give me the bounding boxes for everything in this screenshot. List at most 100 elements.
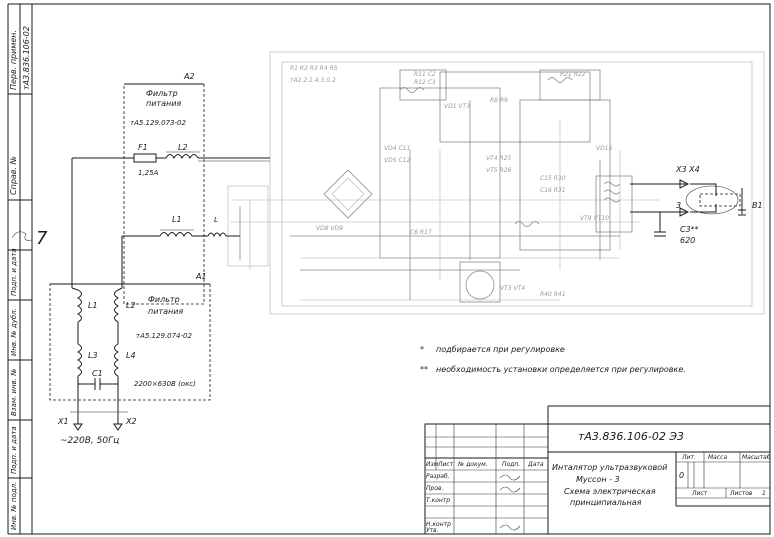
a2-l2-coil	[165, 154, 199, 160]
lit-value: 0	[679, 471, 684, 480]
a1-ref: A1	[195, 272, 207, 281]
col-doc: № докум.	[457, 461, 488, 468]
name-line-2: Муссон - 3	[576, 475, 620, 484]
x3-pin: 3	[676, 201, 681, 210]
a1-l4-label: L4	[126, 351, 136, 360]
f1-value: 1,25А	[138, 169, 159, 177]
svg-text:R40 R41: R40 R41	[540, 291, 566, 298]
list-label: Лист	[691, 490, 708, 497]
handwritten-seven: 7	[36, 228, 48, 249]
svg-text:VD1 VT3: VD1 VT3	[444, 103, 470, 110]
podp-data-label-1: Подп. и дата	[10, 248, 18, 296]
output-block: X3 X4 3 B1 C3** 620	[630, 165, 763, 245]
signature-utv	[499, 524, 521, 531]
svg-text:VT9 VT10: VT9 VT10	[580, 215, 609, 222]
name-line-4: принципиальная	[570, 498, 642, 507]
designation: тА3.836.106-02 Э3	[578, 430, 684, 443]
listov-label: Листов	[729, 490, 753, 497]
perv-primen-label: Перв. примен.	[9, 30, 18, 90]
a2-l1-coil	[159, 232, 193, 238]
a1-l1-coil	[76, 289, 82, 323]
a1-c1-value: 2200×630В (окс)	[134, 380, 196, 388]
a1-l3-coil	[76, 343, 82, 377]
prov-label: Пров.	[426, 485, 444, 492]
filter-a2: A2 Фильтр питания тА5.129.073-02 F1 1,25…	[71, 72, 270, 305]
masshtab-label: Масштаб	[742, 454, 771, 461]
a1-l1-label: L1	[88, 301, 98, 310]
note-2-text: необходимость установки определяется при…	[436, 365, 686, 374]
signature-prov	[499, 486, 521, 493]
vzam-inv-label: Взам. инв. №	[10, 368, 18, 416]
svg-text:R21 R22: R21 R22	[560, 71, 586, 78]
handwritten-signature	[11, 231, 33, 241]
filter-a1: A1 Фильтр питания тА5.129.074-02 L1 L3 L…	[49, 272, 211, 446]
nkontr-label: Н.контр	[426, 521, 451, 528]
a1-l2-label: L2	[126, 301, 136, 310]
svg-text:VT5 R26: VT5 R26	[486, 167, 511, 174]
svg-text:R1 R2 R3 R4 R5: R1 R2 R3 R4 R5	[290, 65, 338, 72]
a1-c1-label: C1	[92, 369, 103, 378]
col-data: Дата	[527, 461, 544, 468]
svg-text:C6 R17: C6 R17	[410, 229, 432, 236]
a2-l1-label: L1	[172, 215, 182, 224]
a2-code: тА5.129.073-02	[130, 119, 186, 127]
f1-label: F1	[138, 143, 148, 152]
svg-text:VD15: VD15	[596, 145, 613, 152]
lit-label: Лит.	[681, 454, 696, 461]
col-izm: Изм	[426, 461, 439, 468]
inv-dubl-label: Инв. № дубл.	[10, 308, 18, 356]
name-line-1: Инталятор ультразвуковой	[552, 463, 667, 472]
x2-label: X2	[125, 417, 137, 426]
svg-text:VD8 VD9: VD8 VD9	[316, 225, 343, 232]
listov-value: 1	[762, 490, 766, 497]
supply-label: ~220В, 50Гц	[60, 436, 119, 446]
c3-label: C3**	[680, 225, 699, 234]
note-2-mark: **	[420, 365, 428, 374]
x1-label: X1	[57, 417, 69, 426]
perv-primen-value: тА3.836.106-02	[22, 26, 31, 90]
svg-text:C15 R30: C15 R30	[540, 175, 566, 182]
sprav-no-label: Справ. №	[9, 156, 18, 195]
svg-text:C16 R31: C16 R31	[540, 187, 566, 194]
a2-l2-label: L2	[178, 143, 188, 152]
notes: * подбирается при регулировке ** необход…	[420, 345, 686, 374]
f1-fuse-symbol	[133, 153, 157, 163]
a1-title-1: Фильтр	[148, 295, 180, 304]
a1-title-2: питания	[148, 307, 183, 316]
svg-text:VD4 C11: VD4 C11	[384, 145, 410, 152]
drawing-frame	[7, 3, 771, 535]
a2-title-2: питания	[146, 99, 181, 108]
note-1-mark: *	[420, 345, 424, 354]
massa-label: Масса	[708, 454, 727, 461]
svg-text:VT4 R25: VT4 R25	[486, 155, 511, 162]
c3-value: 620	[680, 236, 695, 245]
svg-text:тА2.2.1.4.3.0.2: тА2.2.1.4.3.0.2	[290, 77, 336, 84]
tkontr-label: Т.контр	[426, 497, 450, 504]
ghost-board-bleedthrough: R1 R2 R3 R4 R5 тА2.2.1.4.3.0.2 R11 C2 R1…	[227, 51, 765, 315]
x3x4-label: X3 X4	[675, 165, 700, 174]
a1-code: тА5.129.074-02	[136, 332, 192, 340]
svg-text:L: L	[214, 216, 218, 224]
svg-text:R12 C3: R12 C3	[414, 79, 436, 86]
svg-text:VD5 C12: VD5 C12	[384, 157, 410, 164]
a2-title-1: Фильтр	[146, 89, 178, 98]
a1-l4-coil	[114, 343, 120, 377]
signature-razrab	[499, 474, 521, 481]
razrab-label: Разраб.	[426, 473, 450, 480]
note-1-text: подбирается при регулировке	[436, 345, 565, 354]
a1-l2-coil	[114, 289, 120, 323]
a1-l3-label: L3	[88, 351, 98, 360]
col-podp: Подп.	[502, 461, 520, 468]
col-list: Лист	[437, 461, 454, 468]
utv-label: Утв.	[426, 527, 439, 534]
b1-label: B1	[752, 201, 763, 210]
side-stamp: Перв. примен. тА3.836.106-02 Справ. № По…	[9, 26, 48, 530]
inv-podl-label: Инв. № подл.	[10, 482, 18, 530]
svg-text:R11 C2: R11 C2	[414, 71, 436, 78]
name-line-3: Схема электрическая	[564, 487, 656, 496]
svg-text:R8 R9: R8 R9	[490, 97, 508, 104]
title-block: Изм Лист № докум. Подп. Дата Разраб. Про…	[424, 405, 771, 535]
podp-data-label-2: Подп. и дата	[10, 426, 18, 474]
a2-ref: A2	[183, 72, 195, 81]
